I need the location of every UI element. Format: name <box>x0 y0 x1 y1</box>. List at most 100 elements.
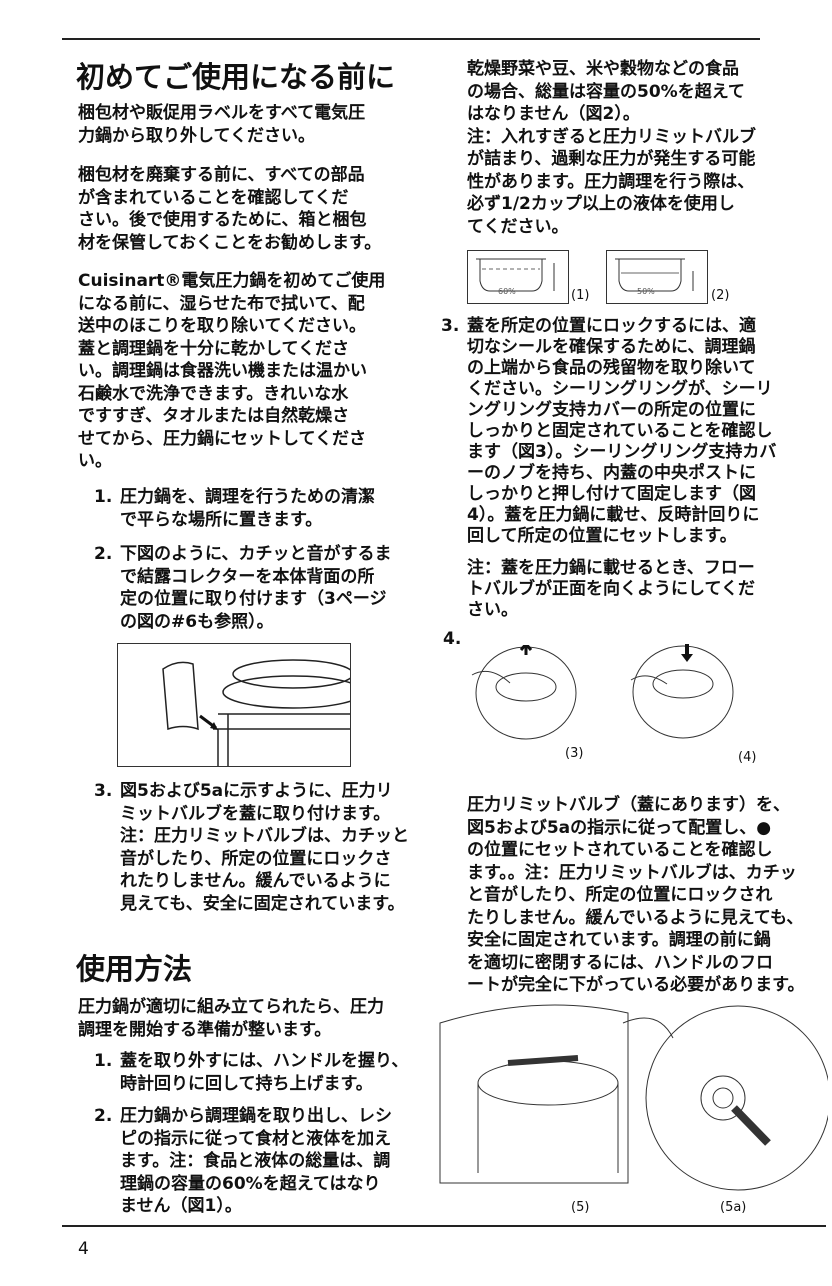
bottom-rule <box>62 1225 826 1227</box>
text-line: が含まれていることを確認してくだ <box>78 187 349 208</box>
text-line: が詰まり、過剰な圧力が発生する可能 <box>467 149 756 169</box>
text-line: 圧力鍋が適切に組み立てられたら、圧力 <box>78 997 384 1017</box>
text-line: の位置にセットされていることを確認し <box>467 840 773 860</box>
figure-3-caption: (3) <box>565 746 584 761</box>
step-2: 2.下図のように、カチッと音がするまで結露コレクターを本体背面の所定の位置に取り… <box>94 544 392 632</box>
text-line: Cuisinart®電気圧力鍋を初めてご使用 <box>78 271 386 291</box>
text-line: 注：蓋を圧力鍋に載せるとき、フロー <box>467 558 755 578</box>
text-line: ピの指示に従って食材と液体を加え <box>120 1128 392 1149</box>
text-line: の上端から食品の残留物を取り除いて <box>467 358 756 378</box>
text-line: ミットバルブを蓋に取り付けます。 <box>120 803 391 824</box>
text-line: さい。後で使用するために、箱と梱包 <box>78 210 367 230</box>
text-line: ください。シーリングリングが、シーリ <box>467 379 773 399</box>
text-line: たりしません。緩んでいるように見えても、 <box>467 907 804 928</box>
text-line: 図5および5aの指示に従って配置し、● <box>467 817 772 838</box>
text-line: 時計回りに回して持ち上げます。 <box>120 1073 373 1094</box>
text-line: しっかりと押し付けて固定します（図 <box>467 484 756 504</box>
text-line: トバルブが正面を向くようにしてくだ <box>467 579 755 599</box>
text-line: の場合、総量は容量の50%を超えて <box>467 81 745 102</box>
para-remove-packaging: 梱包材や販促用ラベルをすべて電気圧力鍋から取り外してください。 <box>78 102 365 147</box>
text-line: の図の#6も参照）。 <box>120 611 274 632</box>
step-3-lock-lid: 3.蓋を所定の位置にロックするには、適切なシールを確保するために、調理鍋の上端か… <box>441 316 777 546</box>
text-line: ます（図3）。シーリングリング支持カバ <box>467 442 777 462</box>
text-line: 必ず1/2カップ以上の液体を使用し <box>467 194 735 214</box>
text-line: で平らな場所に置きます。 <box>120 509 323 530</box>
figure-4-illustration <box>630 644 734 739</box>
text-line: れたりしません。緩んでいるように <box>120 871 391 891</box>
para-dry-foods: 乾燥野菜や豆、米や穀物などの食品の場合、総量は容量の50%を超えてはなりません（… <box>467 58 756 238</box>
figure-condensation-collector <box>117 643 351 767</box>
text-line: 送中のほこりを取り除いてください。 <box>78 316 366 336</box>
section-title-before-first-use: 初めてご使用になる前に <box>76 60 396 94</box>
use-step-1: 1.蓋を取り外すには、ハンドルを握り、時計回りに回して持ち上げます。 <box>94 1051 409 1094</box>
para-valve-position: 圧力リミットバルブ（蓋にあります）を、図5および5aの指示に従って配置し、●の位… <box>467 794 804 997</box>
text-line: 図5および5aに示すように、圧力リ <box>120 781 393 801</box>
text-line: 圧力鍋から調理鍋を取り出し、レシ <box>120 1106 392 1126</box>
text-line: 圧力鍋を、調理を行うための清潔 <box>120 487 375 507</box>
cooker-illustration <box>162 659 350 766</box>
text-line: 下図のように、カチッと音がするま <box>120 544 392 564</box>
text-line: はなりません（図2）。 <box>467 104 640 124</box>
para-ready: 圧力鍋が適切に組み立てられたら、圧力調理を開始する準備が整います。 <box>78 996 384 1041</box>
figure-1-caption: (1) <box>571 288 590 303</box>
text-line: 切なシールを確保するために、調理鍋 <box>467 337 756 357</box>
text-line: 音がしたり、所定の位置にロックさ <box>120 848 392 869</box>
text-line: 石鹸水で洗浄できます。きれいな水 <box>78 383 349 404</box>
text-line: せてから、圧力鍋にセットしてくださ <box>78 428 366 449</box>
text-line: ません（図1）。 <box>120 1196 242 1216</box>
text-line: 力鍋から取り外してください。 <box>78 125 315 146</box>
figure-5-illustration <box>439 1004 828 1191</box>
text-line: い。 <box>78 451 112 471</box>
text-line: ートが完全に下がっている必要があります。 <box>467 975 805 995</box>
text-line: 圧力リミットバルブ（蓋にあります）を、 <box>467 795 790 815</box>
use-step-2: 2.圧力鍋から調理鍋を取り出し、レシピの指示に従って食材と液体を加えます。注：食… <box>94 1106 392 1216</box>
step-4-label: 4. <box>443 629 462 649</box>
text-line: ーのノブを持ち、内蓋の中央ポストに <box>467 463 756 483</box>
figure-2-caption: (2) <box>711 288 730 303</box>
text-line: 注：入れすぎると圧力リミットバルブ <box>467 126 756 147</box>
figure-3-illustration <box>471 645 577 740</box>
text-line: 蓋と調理鍋を十分に乾かしてくださ <box>78 338 349 359</box>
text-line: 回して所定の位置にセットします。 <box>467 526 737 546</box>
text-line: 調理を開始する準備が整います。 <box>78 1019 332 1040</box>
text-line: ングリング支持カバーの所定の位置に <box>467 400 756 420</box>
text-line: 理鍋の容量の60%を超えてはなり <box>120 1173 381 1194</box>
text-line: で結露コレクターを本体背面の所 <box>120 566 375 587</box>
text-line: 見えても、安全に固定されています。 <box>120 893 405 914</box>
text-line: さい。 <box>467 600 518 620</box>
text-line: 梱包材を廃棄する前に、すべての部品 <box>78 165 365 185</box>
text-line: い。調理鍋は食器洗い機または温かい <box>78 361 367 381</box>
step-3-valve: 3.図5および5aに示すように、圧力リミットバルブを蓋に取り付けます。注：圧力リ… <box>94 781 409 914</box>
pot-50-illustration <box>615 258 694 292</box>
text-line: 材を保管しておくことをお勧めします。 <box>78 232 382 253</box>
text-line: 安全に固定されています。調理の前に鍋 <box>467 930 771 950</box>
text-line: ます。。注：圧力リミットバルブは、カチッ <box>467 862 797 883</box>
text-line: 4）。蓋を圧力鍋に載せ、反時計回りに <box>467 505 760 525</box>
para-check-parts: 梱包材を廃棄する前に、すべての部品が含まれていることを確認してください。後で使用… <box>78 164 381 254</box>
pot-60-illustration <box>476 258 555 292</box>
text-line: 乾燥野菜や豆、米や穀物などの食品 <box>467 59 739 79</box>
text-line: を適切に密閉するには、ハンドルのフロ <box>467 952 773 973</box>
figure-5a-caption: (5a) <box>720 1200 747 1215</box>
text-line: 梱包材や販促用ラベルをすべて電気圧 <box>78 103 366 123</box>
text-line: てください。 <box>467 216 569 237</box>
section-title-how-to-use: 使用方法 <box>76 952 193 986</box>
text-line: 注：圧力リミットバルブは、カチッと <box>120 826 409 846</box>
text-line: しっかりと固定されていることを確認し <box>467 421 773 441</box>
text-line: 蓋を取り外すには、ハンドルを握り、 <box>120 1051 409 1071</box>
text-line: ですすぎ、タオルまたは自然乾燥さ <box>78 406 350 426</box>
text-line: 蓋を所定の位置にロックするには、適 <box>467 316 756 336</box>
figure-1-fill-60: 60% <box>467 250 569 304</box>
text-line: 定の位置に取り付けます（3ページ <box>120 589 387 609</box>
step-1: 1.圧力鍋を、調理を行うための清潔で平らな場所に置きます。 <box>94 487 375 530</box>
figure-4-caption: (4) <box>738 750 757 765</box>
top-rule <box>62 38 760 40</box>
page-number: 4 <box>78 1239 89 1259</box>
text-line: になる前に、湿らせた布で拭いて、配 <box>78 293 365 314</box>
text-line: ます。注：食品と液体の総量は、調 <box>120 1151 391 1171</box>
text-line: 性があります。圧力調理を行う際は、 <box>467 171 755 192</box>
figure-2-fill-50: 50% <box>606 250 708 304</box>
text-line: と音がしたり、所定の位置にロックされ <box>467 885 773 905</box>
note-float-valve: 注：蓋を圧力鍋に載せるとき、フロートバルブが正面を向くようにしてください。 <box>467 558 755 621</box>
